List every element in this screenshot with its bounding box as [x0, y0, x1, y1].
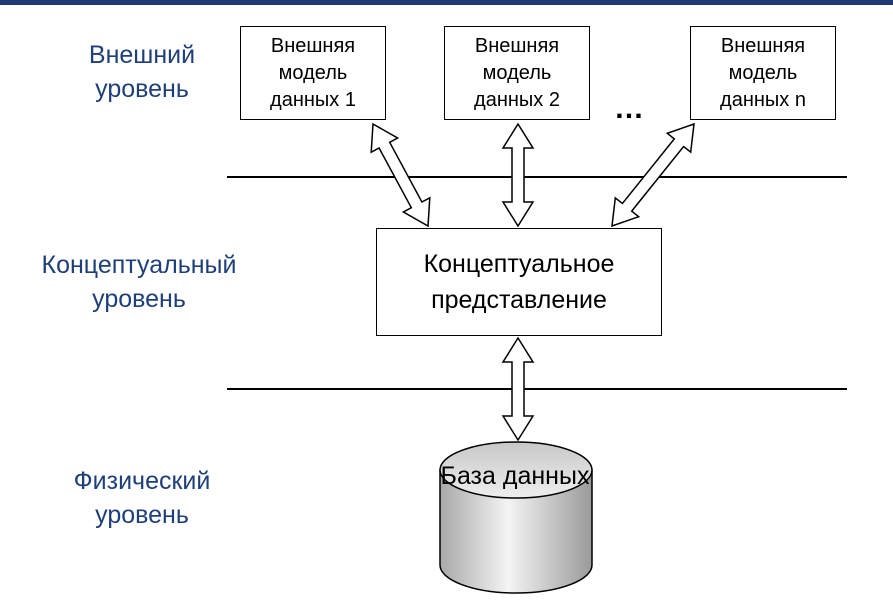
external-level-label: Внешний уровень: [62, 38, 222, 106]
arrow-conceptual-to-database: [501, 336, 535, 442]
physical-level-text: Физический уровень: [73, 467, 211, 529]
conceptual-level-text: Концептуальный уровень: [41, 251, 237, 313]
physical-level-label: Физический уровень: [42, 464, 242, 532]
database-cylinder: [439, 441, 593, 594]
external-model-box-1: Внешняя модель данных 1: [240, 26, 386, 120]
conceptual-view-box: Концептуальное представление: [376, 228, 662, 336]
arrow-external-2-to-conceptual: [501, 122, 535, 228]
conceptual-view-label: Концептуальное представление: [423, 250, 615, 314]
arrow-external-1-to-conceptual: [370, 122, 431, 228]
divider-external-conceptual: [227, 176, 847, 178]
external-model-box-2: Внешняя модель данных 2: [444, 26, 590, 120]
external-level-text: Внешний уровень: [88, 41, 196, 103]
external-model-label-2: Внешняя модель данных 2: [474, 34, 560, 111]
external-model-label-1: Внешняя модель данных 1: [270, 34, 356, 111]
external-model-label-n: Внешняя модель данных n: [720, 34, 806, 111]
database-label-text: База данных: [440, 462, 590, 490]
conceptual-level-label: Концептуальный уровень: [10, 248, 268, 316]
external-model-box-n: Внешняя модель данных n: [690, 26, 836, 120]
database-label: База данных: [440, 458, 590, 494]
divider-conceptual-physical: [227, 388, 847, 390]
arrow-external-n-to-conceptual: [611, 122, 695, 228]
top-bar: [0, 0, 893, 5]
ellipsis: …: [614, 92, 645, 125]
